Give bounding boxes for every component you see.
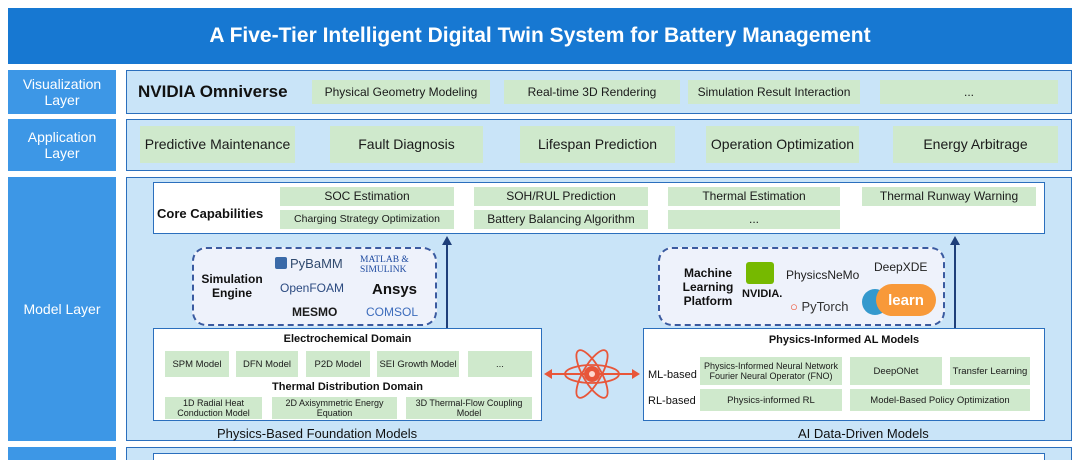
viz-item: ... [880,80,1058,104]
app-item: Predictive Maintenance [140,126,295,163]
physicsnemo-logo: PhysicsNeMo [786,268,860,282]
rl-item: Physics-informed RL [700,389,842,411]
simulation-engine-group [192,247,437,326]
core-item: Battery Balancing Algorithm [474,210,648,229]
physics-models-caption: Physics-Based Foundation Models [217,426,418,441]
app-item: Lifespan Prediction [520,126,675,163]
mesmo-logo: MESMO [292,305,338,319]
ml-item: DeepONet [850,357,942,385]
thermal-heading: Thermal Distribution Domain [272,381,423,393]
core-item: ... [668,210,840,229]
pytorch-logo: ○ PyTorch [790,299,848,314]
thermal-item: 1D Radial Heat Conduction Model [165,397,262,419]
ml-platform-label: Machine Learning Platform [682,266,734,308]
sklearn-logo: learn [876,284,936,316]
logo-text: PyTorch [801,299,849,314]
pybamm-icon [275,257,287,269]
ml-item: Transfer Learning [950,357,1030,385]
viz-item: Simulation Result Interaction [688,80,860,104]
atom-icon [564,349,620,399]
layer-label-application: Application Layer [8,119,116,171]
electrochemical-heading: Electrochemical Domain [283,333,412,345]
omniverse-brand: NVIDIA Omniverse [138,82,288,101]
layer-label-model: Model Layer [8,177,116,441]
layer-label-text: Model Layer [23,301,101,317]
thermal-item: 3D Thermal-Flow Coupling Model [406,397,532,419]
layer-label-visualization: Visualization Layer [8,70,116,114]
up-arrow-left-icon [442,236,452,328]
ml-item: Physics-Informed Neural Network Fourier … [700,357,842,385]
viz-item: Real-time 3D Rendering [504,80,680,104]
ai-heading: Physics-Informed AL Models [768,334,920,346]
core-item: SOH/RUL Prediction [474,187,648,206]
nvidia-eye-icon [746,262,774,284]
matlab-logo: MATLAB & SIMULINK [360,255,409,275]
core-item: Thermal Estimation [668,187,840,206]
electro-item: SPM Model [165,351,229,377]
openfoam-logo: OpenFOAM [280,281,345,295]
electro-item: ... [468,351,532,377]
core-heading: Core Capabilities [157,206,264,221]
electro-item: P2D Model [306,351,370,377]
comsol-logo: COMSOL [366,305,419,319]
core-item: Thermal Runway Warning [862,187,1036,206]
layer-label-next [8,447,116,460]
layer-label-text: Application Layer [27,129,97,161]
thermal-item: 2D Axisymmetric Energy Equation [272,397,397,419]
deepxde-logo: DeepXDE [874,260,928,274]
ai-models-caption: AI Data-Driven Models [798,426,929,441]
ml-based-label: ML-based [648,369,697,381]
rl-item: Model-Based Policy Optimization [850,389,1030,411]
nvidia-logo: NVIDIA. [742,288,783,300]
electro-item: SEI Growth Model [377,351,459,377]
up-arrow-right-icon [950,236,960,328]
pytorch-flame-icon: ○ [790,299,798,314]
next-layer-box [153,453,1045,460]
viz-item: Physical Geometry Modeling [312,80,490,104]
page-title: A Five-Tier Intelligent Digital Twin Sys… [8,8,1072,64]
simulation-engine-label: Simulation Engine [201,272,263,300]
core-item: SOC Estimation [280,187,454,206]
app-item: Operation Optimization [706,126,859,163]
ansys-logo: Ansys [372,281,418,298]
layer-label-text: Visualization Layer [22,76,102,108]
core-item: Charging Strategy Optimization [280,210,454,229]
app-item: Fault Diagnosis [330,126,483,163]
app-item: Energy Arbitrage [893,126,1058,163]
rl-based-label: RL-based [648,395,696,407]
electro-item: DFN Model [236,351,298,377]
logo-text: PyBaMM [290,256,343,271]
pybamm-logo: PyBaMM [275,256,343,271]
